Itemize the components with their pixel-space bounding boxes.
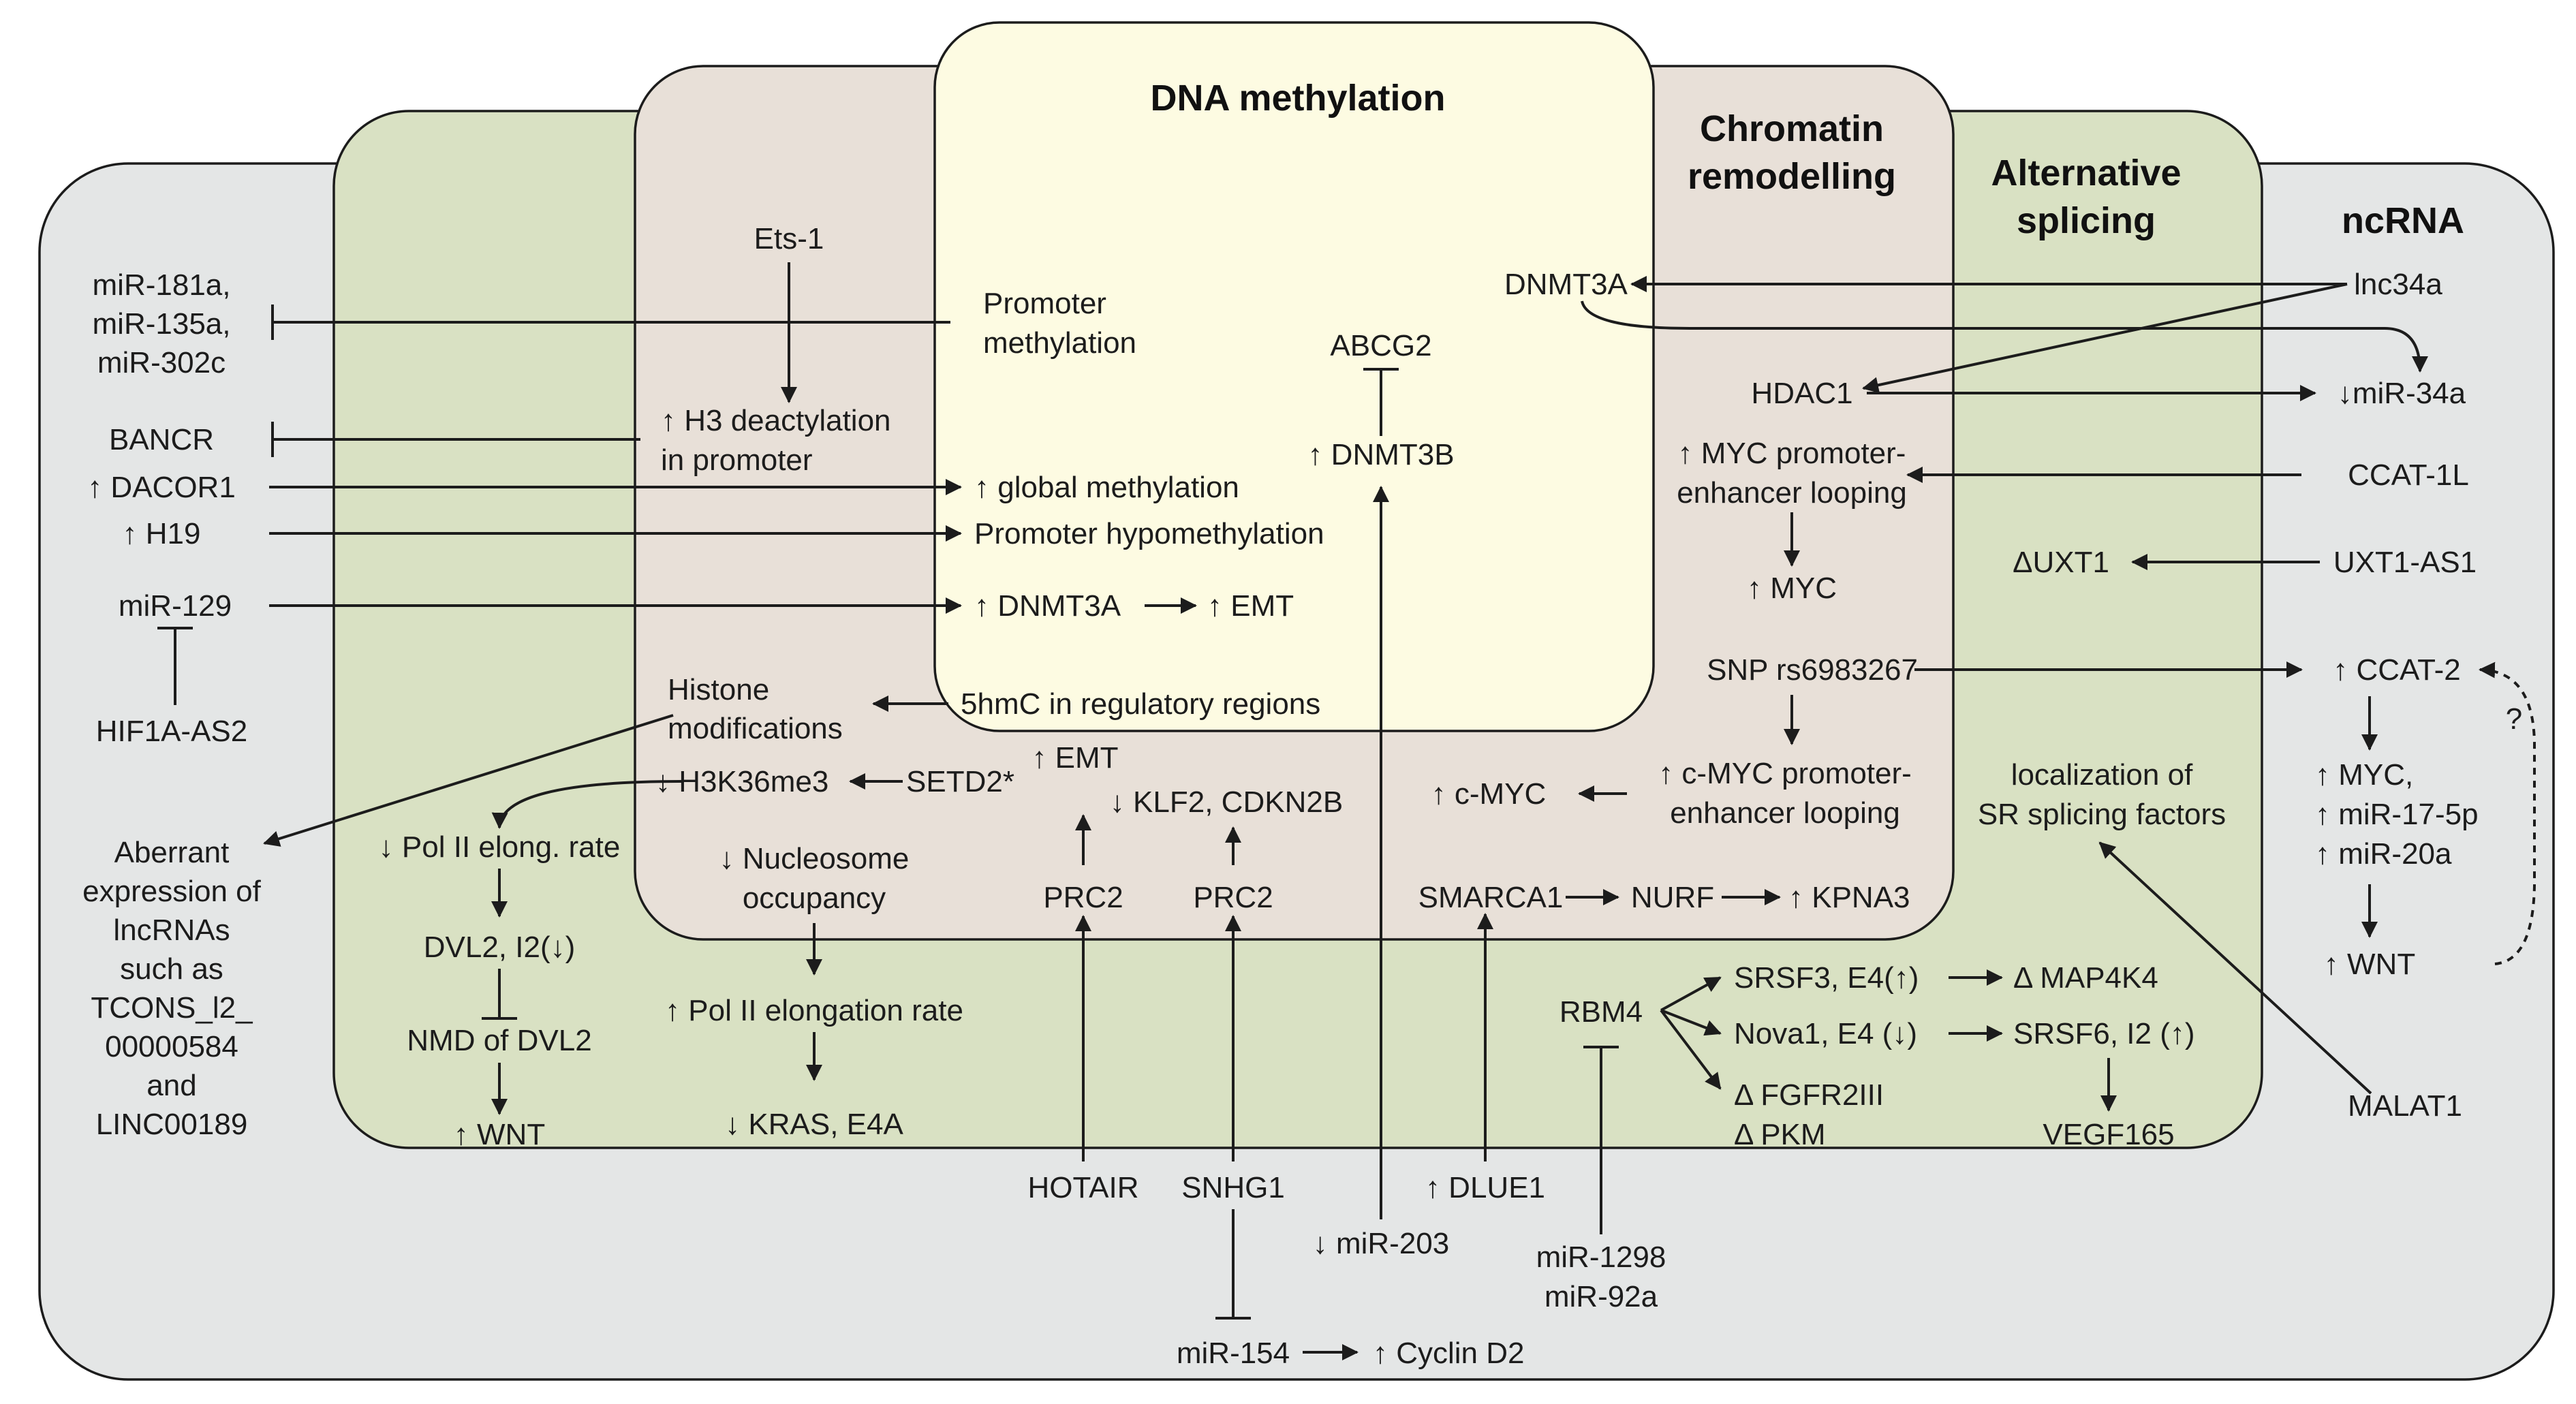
label-mir-181a: miR-181a, [93, 268, 231, 302]
label-uxt1: ΔUXT1 [2013, 546, 2109, 579]
label-aberrant-1: Aberrant [114, 836, 230, 869]
alternative-splicing-title-line1: Alternative [1991, 153, 2181, 193]
label-dnmt3a-up: ↑ DNMT3A [974, 589, 1121, 623]
label-pkm: Δ PKM [1734, 1118, 1826, 1151]
label-ccat-2: ↑ CCAT-2 [2333, 653, 2460, 687]
label-cyclin-d2: ↑ Cyclin D2 [1373, 1337, 1525, 1370]
label-h3k36me3: ↓ H3K36me3 [655, 765, 828, 798]
ncrna-title: ncRNA [2342, 200, 2464, 241]
label-vegf165: VEGF165 [2043, 1118, 2174, 1151]
connectors [157, 262, 2536, 1360]
label-aberrant-7: and [146, 1069, 196, 1102]
label-hotair: HOTAIR [1028, 1171, 1139, 1204]
label-malat1: MALAT1 [2348, 1089, 2462, 1123]
label-myc-right: ↑ MYC, [2315, 758, 2413, 792]
label-pol2-elong-down: ↓ Pol II elong. rate [379, 830, 621, 864]
label-map4k4: Δ MAP4K4 [2013, 961, 2158, 995]
label-mir-302c: miR-302c [97, 346, 226, 379]
label-5hmc: 5hmC in regulatory regions [961, 687, 1320, 721]
label-snp: SNP rs6983267 [1707, 653, 1918, 687]
label-histone-2: modifications [668, 712, 843, 745]
label-mir-92a: miR-92a [1545, 1280, 1658, 1313]
label-emt-up: ↑ EMT [1207, 589, 1294, 623]
label-promoter-methylation-2: methylation [983, 326, 1136, 360]
label-prc2-b: PRC2 [1193, 881, 1273, 914]
label-ets-1: Ets-1 [754, 222, 824, 255]
label-uxt1-as1: UXT1-AS1 [2333, 546, 2477, 579]
label-promoter-hypomethylation: Promoter hypomethylation [974, 517, 1324, 550]
label-dnmt3b: ↑ DNMT3B [1307, 438, 1454, 471]
label-hdac1: HDAC1 [1751, 377, 1852, 410]
label-nova1: Nova1, E4 (↓) [1734, 1017, 1917, 1050]
label-aberrant-8: LINC00189 [96, 1108, 248, 1141]
label-localization-2: SR splicing factors [1978, 798, 2226, 831]
label-cmyc-loop-2: enhancer looping [1670, 796, 1900, 830]
label-aberrant-4: such as [120, 952, 223, 986]
label-prc2-a: PRC2 [1043, 881, 1123, 914]
chromatin-remodelling-title-line1: Chromatin [1700, 108, 1884, 149]
label-srsf3: SRSF3, E4(↑) [1734, 961, 1919, 995]
dna-methylation-title: DNA methylation [1150, 78, 1445, 119]
label-question-mark: ? [2506, 702, 2522, 736]
label-kras: ↓ KRAS, E4A [725, 1108, 903, 1141]
label-klf2-cdkn2b: ↓ KLF2, CDKN2B [1110, 785, 1343, 819]
label-histone-1: Histone [668, 673, 769, 706]
label-setd2: SETD2* [906, 765, 1014, 798]
label-myc-up: ↑ MYC [1747, 572, 1837, 605]
dna-methylation-panel [933, 21, 1655, 732]
label-myc-loop-1: ↑ MYC promoter- [1678, 437, 1906, 470]
label-aberrant-3: lncRNAs [113, 914, 230, 947]
label-h3-deacetylation-1: ↑ H3 deactylation [661, 404, 891, 437]
label-localization-1: localization of [2011, 758, 2193, 792]
label-h3-deacetylation-2: in promoter [661, 443, 813, 477]
label-h19: ↑ H19 [123, 517, 201, 550]
label-mir-154: miR-154 [1177, 1337, 1290, 1370]
label-mir-203: ↓ miR-203 [1313, 1227, 1450, 1260]
label-dacor1: ↑ DACOR1 [87, 471, 236, 504]
label-promoter-methylation-1: Promoter [983, 287, 1106, 320]
label-aberrant-6: 00000584 [105, 1030, 238, 1063]
label-aberrant-5: TCONS_l2_ [91, 991, 253, 1025]
label-dlue1: ↑ DLUE1 [1425, 1171, 1545, 1204]
label-srsf6: SRSF6, I2 (↑) [2013, 1017, 2195, 1050]
label-lnc34a: lnc34a [2354, 268, 2442, 301]
label-mir-34a: ↓miR-34a [2338, 377, 2466, 410]
label-cmyc: ↑ c-MYC [1431, 777, 1547, 811]
chromatin-remodelling-title-line2: remodelling [1688, 156, 1896, 197]
label-mir-1298: miR-1298 [1536, 1241, 1666, 1274]
label-fgfr2: Δ FGFR2III [1734, 1078, 1884, 1112]
label-kpna3: ↑ KPNA3 [1788, 881, 1910, 914]
label-mir-135a: miR-135a, [93, 307, 231, 341]
label-mir-20a: ↑ miR-20a [2315, 837, 2452, 871]
label-cmyc-loop-1: ↑ c-MYC promoter- [1658, 757, 1912, 790]
alternative-splicing-title-line2: splicing [2017, 200, 2156, 241]
label-nurf: NURF [1631, 881, 1714, 914]
label-myc-loop-2: enhancer looping [1677, 476, 1907, 510]
label-emt-mid: ↑ EMT [1031, 741, 1118, 775]
label-bancr: BANCR [109, 423, 214, 456]
label-aberrant-2: expression of [82, 875, 261, 908]
label-global-methylation: ↑ global methylation [974, 471, 1239, 504]
label-wnt-right: ↑ WNT [2324, 948, 2415, 981]
label-smarca1: SMARCA1 [1418, 881, 1564, 914]
label-pol2-elong-up: ↑ Pol II elongation rate [665, 994, 963, 1027]
label-abcg2: ABCG2 [1330, 329, 1431, 362]
label-mir-17-5p: ↑ miR-17-5p [2315, 798, 2479, 831]
label-dnmt3a-top: DNMT3A [1504, 268, 1628, 301]
label-nmd-dvl2: NMD of DVL2 [407, 1024, 591, 1057]
label-wnt-left: ↑ WNT [454, 1118, 545, 1151]
label-nucleosome-2: occupancy [743, 882, 886, 915]
label-rbm4: RBM4 [1559, 995, 1643, 1029]
label-snhg1: SNHG1 [1181, 1171, 1285, 1204]
label-dvl2-i2: DVL2, I2(↓) [424, 931, 576, 964]
label-hif1a-as2: HIF1A-AS2 [96, 715, 248, 748]
label-mir-129: miR-129 [119, 589, 232, 623]
label-ccat-1l: CCAT-1L [2348, 458, 2469, 492]
label-nucleosome-1: ↓ Nucleosome [719, 842, 910, 875]
